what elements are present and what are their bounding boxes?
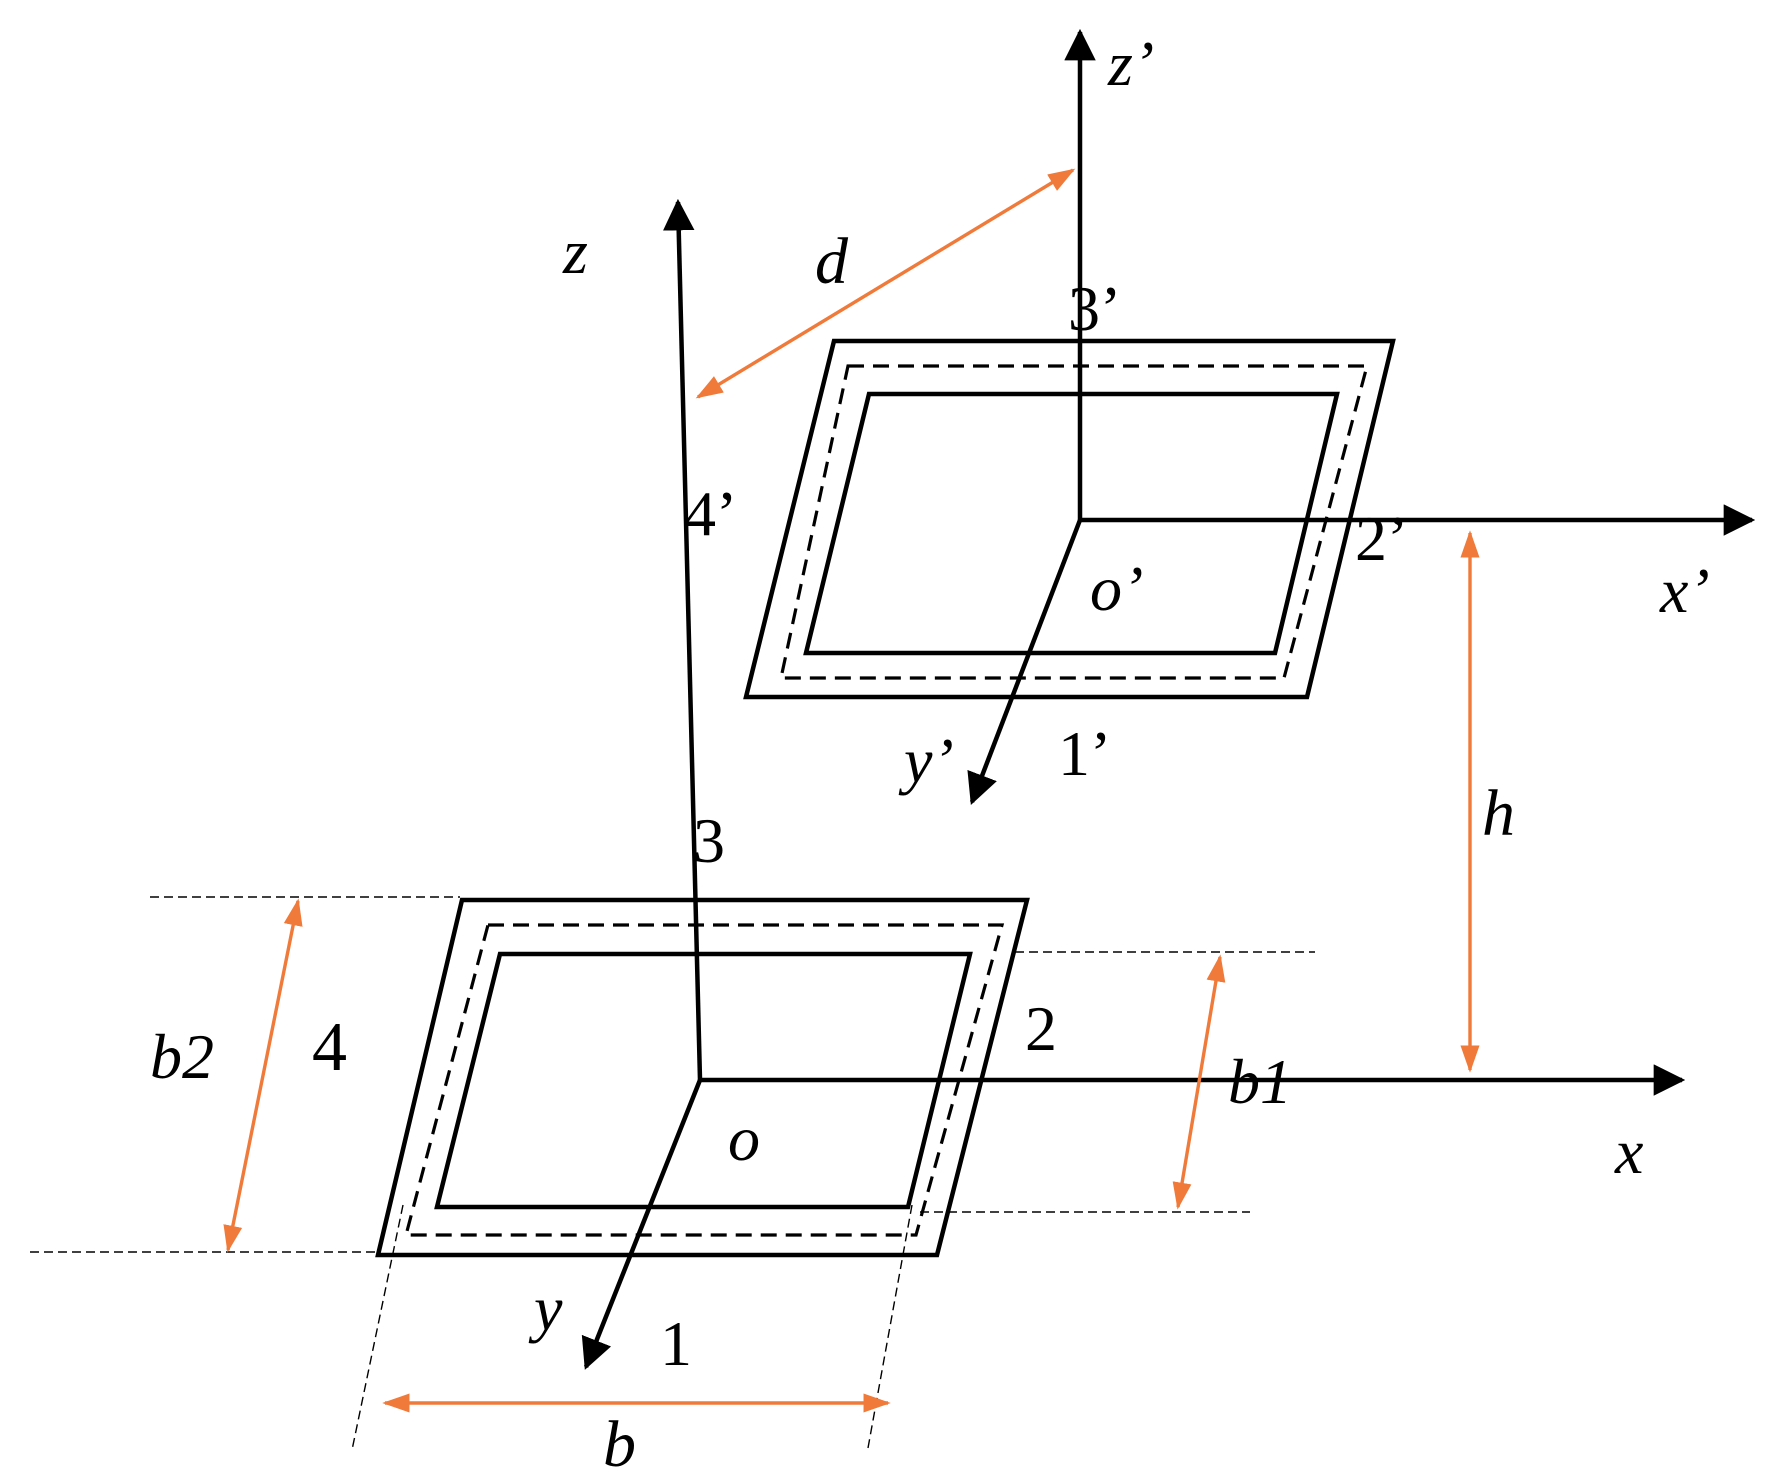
dimension-labels: d h b b2 b1 <box>150 225 1515 1479</box>
lower-coil-inner-edge <box>434 951 973 1210</box>
upper-side-4-label: 4’ <box>684 478 737 549</box>
lower-side-3-label: 3 <box>693 805 725 876</box>
dimension-arrow-b1 <box>1172 954 1226 1210</box>
dimension-arrows <box>223 168 1480 1413</box>
dimension-arrow-b2 <box>223 898 303 1253</box>
upper-origin-label: o’ <box>1090 553 1143 624</box>
side-labels: 1 2 3 4 1’ 2’ 3’ 4’ <box>312 273 1408 1379</box>
lower-z-label: z <box>562 216 588 287</box>
lower-y-axis <box>581 1079 703 1370</box>
upper-z-label: z’ <box>1107 28 1154 99</box>
lower-coil <box>375 897 1030 1258</box>
upper-coil <box>743 338 1396 700</box>
upper-side-2-label: 2’ <box>1355 503 1408 574</box>
dimension-arrow-d <box>695 168 1076 399</box>
lower-x-label: x <box>1614 1116 1643 1187</box>
upper-coil-inner-edge <box>803 391 1340 656</box>
upper-coil-outer-edge <box>743 338 1396 700</box>
axis-labels: z x y o z’ x’ y’ o’ <box>528 28 1710 1344</box>
upper-coil-mean-path <box>779 364 1370 680</box>
upper-y-label: y’ <box>898 725 954 796</box>
extension-lines <box>30 896 1315 1451</box>
dimension-b-label: b <box>603 1408 636 1479</box>
lower-y-label: y <box>528 1273 563 1344</box>
extension-line-b-right <box>867 1204 913 1449</box>
axes <box>581 28 1756 1370</box>
upper-y-axis <box>967 519 1083 805</box>
upper-side-3-label: 3’ <box>1068 273 1121 344</box>
lower-coil-outer-edge <box>375 897 1030 1258</box>
extension-line-b-left <box>351 1204 404 1451</box>
lower-side-2-label: 2 <box>1025 993 1057 1064</box>
lower-coil-mean-path <box>403 923 1005 1237</box>
dimension-b2-label: b2 <box>150 1021 214 1092</box>
lower-side-1-label: 1 <box>660 1308 692 1379</box>
lower-origin-label: o <box>728 1103 760 1174</box>
dimension-b1-label: b1 <box>1228 1046 1292 1117</box>
dimension-d-label: d <box>815 225 849 298</box>
upper-side-1-label: 1’ <box>1058 718 1111 789</box>
dimension-h-label: h <box>1482 777 1515 850</box>
lower-z-axis <box>662 198 703 1081</box>
lower-side-4-label: 4 <box>312 1009 347 1086</box>
upper-x-label: x’ <box>1659 555 1710 626</box>
